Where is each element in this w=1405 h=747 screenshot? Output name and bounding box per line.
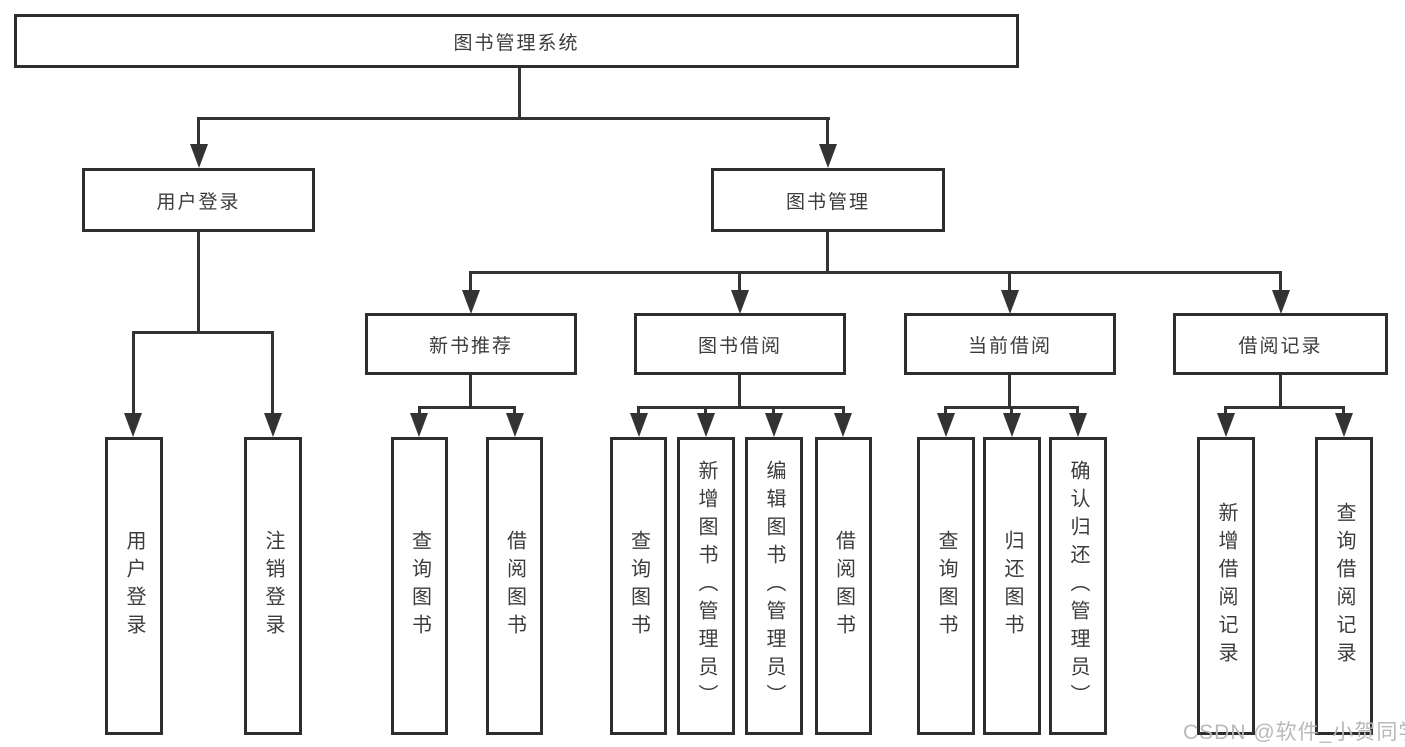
connector-root-drop-left xyxy=(197,117,200,147)
leaf-current-query-books: 查询图书 xyxy=(917,437,975,735)
node-root-label: 图书管理系统 xyxy=(453,32,580,54)
connector-recommend-drop-2 xyxy=(513,406,516,416)
connector-records-drop-1 xyxy=(1224,406,1227,416)
node-new-book-recommend-label: 新书推荐 xyxy=(428,335,513,357)
connector-recommend-rail xyxy=(418,406,516,409)
connector-current-drop-3 xyxy=(1076,406,1079,416)
leaf-recommend-query-books: 查询图书 xyxy=(391,437,448,735)
arrow-down-icon xyxy=(731,290,749,314)
connector-mgmt-stem xyxy=(826,232,829,274)
connector-login-rail xyxy=(132,331,274,334)
leaf-label: 借阅图书 xyxy=(832,530,855,642)
leaf-label: 新增图书（管理员） xyxy=(695,460,717,712)
leaf-label: 确认归还（管理员） xyxy=(1067,460,1089,712)
arrow-down-icon xyxy=(630,413,648,437)
leaf-records-add-record: 新增借阅记录 xyxy=(1197,437,1255,735)
node-current-borrow-label: 当前借阅 xyxy=(967,335,1052,357)
arrow-down-icon xyxy=(1217,413,1235,437)
connector-records-rail xyxy=(1224,406,1345,409)
connector-recommend-stem xyxy=(469,375,472,408)
leaf-borrow-borrow-books: 借阅图书 xyxy=(815,437,872,735)
node-user-login-label: 用户登录 xyxy=(156,191,241,213)
arrow-down-icon xyxy=(937,413,955,437)
connector-current-drop-2 xyxy=(1010,406,1013,416)
connector-login-drop-2 xyxy=(271,331,274,414)
node-borrow-records-label: 借阅记录 xyxy=(1238,335,1323,357)
leaf-user-login: 用户登录 xyxy=(105,437,163,735)
node-book-borrow-label: 图书借阅 xyxy=(697,335,782,357)
arrow-down-icon xyxy=(1069,413,1087,437)
connector-mgmt-drop-3 xyxy=(1008,271,1011,292)
arrow-down-icon xyxy=(1003,413,1021,437)
leaf-label: 编辑图书（管理员） xyxy=(763,460,785,712)
node-book-management: 图书管理 xyxy=(711,168,945,232)
leaf-borrow-edit-books-admin: 编辑图书（管理员） xyxy=(745,437,803,735)
connector-borrow-rail xyxy=(637,406,844,409)
connector-borrow-drop-2 xyxy=(704,406,707,416)
connector-mgmt-drop-1 xyxy=(469,271,472,292)
connector-records-drop-2 xyxy=(1342,406,1345,416)
leaf-borrow-query-books: 查询图书 xyxy=(610,437,667,735)
arrow-down-icon xyxy=(124,413,142,437)
connector-borrow-drop-4 xyxy=(842,406,845,416)
connector-root-drop-right xyxy=(826,117,829,147)
leaf-label: 查询借阅记录 xyxy=(1333,502,1355,670)
connector-recommend-drop-1 xyxy=(418,406,421,416)
node-root: 图书管理系统 xyxy=(14,14,1019,68)
arrow-down-icon xyxy=(1272,290,1290,314)
arrow-down-icon xyxy=(765,413,783,437)
arrow-down-icon xyxy=(834,413,852,437)
arrow-down-icon xyxy=(1335,413,1353,437)
connector-borrow-stem xyxy=(738,375,741,408)
connector-login-stem xyxy=(197,232,200,333)
leaf-recommend-borrow-books: 借阅图书 xyxy=(486,437,543,735)
leaf-current-confirm-return-admin: 确认归还（管理员） xyxy=(1049,437,1107,735)
leaf-label: 用户登录 xyxy=(123,530,145,642)
leaf-borrow-add-books-admin: 新增图书（管理员） xyxy=(677,437,735,735)
leaf-label: 查询图书 xyxy=(627,530,650,642)
connector-current-drop-1 xyxy=(944,406,947,416)
arrow-down-icon xyxy=(190,144,208,168)
leaf-records-query-record: 查询借阅记录 xyxy=(1315,437,1373,735)
node-book-borrow: 图书借阅 xyxy=(634,313,846,375)
leaf-label: 查询图书 xyxy=(408,530,431,642)
node-new-book-recommend: 新书推荐 xyxy=(365,313,577,375)
leaf-label: 归还图书 xyxy=(1001,530,1023,642)
node-user-login: 用户登录 xyxy=(82,168,315,232)
arrow-down-icon xyxy=(264,413,282,437)
leaf-label: 查询图书 xyxy=(935,530,957,642)
leaf-logout: 注销登录 xyxy=(244,437,302,735)
arrow-down-icon xyxy=(697,413,715,437)
connector-login-drop-1 xyxy=(132,331,135,414)
connector-mgmt-drop-2 xyxy=(738,271,741,292)
connector-root-stem xyxy=(518,68,521,120)
connector-root-rail xyxy=(197,117,830,120)
leaf-label: 借阅图书 xyxy=(503,530,526,642)
node-current-borrow: 当前借阅 xyxy=(904,313,1116,375)
leaf-current-return-books: 归还图书 xyxy=(983,437,1041,735)
connector-borrow-drop-1 xyxy=(637,406,640,416)
arrow-down-icon xyxy=(462,290,480,314)
arrow-down-icon xyxy=(410,413,428,437)
connector-mgmt-rail xyxy=(469,271,1282,274)
node-book-management-label: 图书管理 xyxy=(785,191,870,213)
arrow-down-icon xyxy=(1001,290,1019,314)
leaf-label: 注销登录 xyxy=(262,530,284,642)
connector-mgmt-drop-4 xyxy=(1279,271,1282,292)
csdn-watermark: CSDN @软件_小贺同学 xyxy=(1183,721,1405,744)
node-borrow-records: 借阅记录 xyxy=(1173,313,1388,375)
leaf-label: 新增借阅记录 xyxy=(1215,502,1237,670)
connector-borrow-drop-3 xyxy=(772,406,775,416)
connector-current-stem xyxy=(1008,375,1011,408)
arrow-down-icon xyxy=(506,413,524,437)
connector-records-stem xyxy=(1279,375,1282,408)
arrow-down-icon xyxy=(819,144,837,168)
